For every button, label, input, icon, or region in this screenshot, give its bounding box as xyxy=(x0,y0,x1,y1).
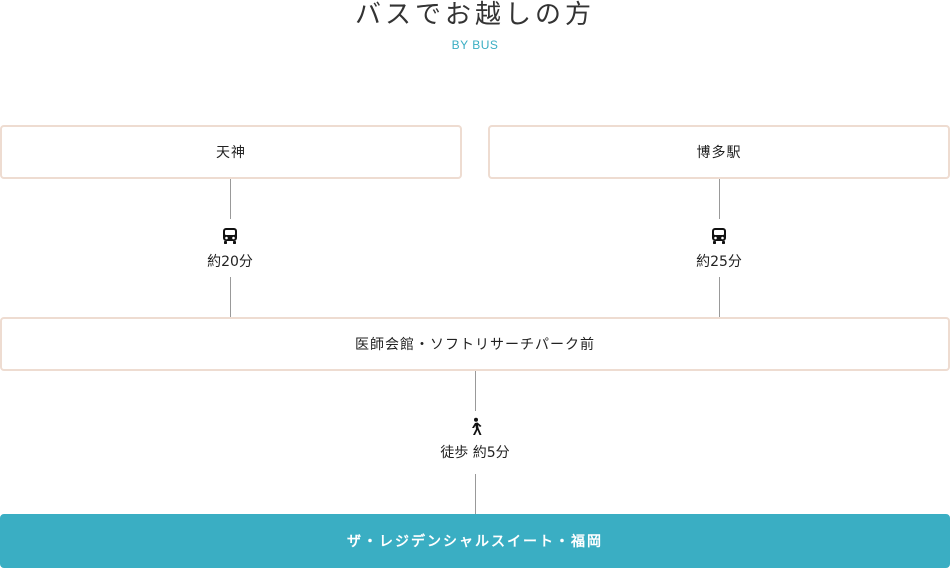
duration-label-tenjin: 約20分 xyxy=(207,254,253,270)
connector-line xyxy=(230,179,231,219)
bus-icon xyxy=(223,228,237,244)
start-box-hakata: 博多駅 xyxy=(488,125,950,179)
start-label-hakata: 博多駅 xyxy=(696,145,742,161)
connector-line xyxy=(719,277,720,317)
page-title: バスでお越しの方 xyxy=(354,0,595,30)
walking-icon xyxy=(472,417,482,435)
transfer-stop-box: 医師会館・ソフトリサーチパーク前 xyxy=(0,317,950,371)
transfer-stop-label: 医師会館・ソフトリサーチパーク前 xyxy=(355,337,595,353)
destination-box: ザ・レジデンシャルスイート・福岡 xyxy=(0,514,950,568)
destination-label: ザ・レジデンシャルスイート・福岡 xyxy=(347,534,603,550)
connector-line xyxy=(230,277,231,317)
start-box-tenjin: 天神 xyxy=(0,125,462,179)
connector-line xyxy=(475,474,476,514)
bus-icon xyxy=(712,228,726,244)
connector-line xyxy=(719,179,720,219)
duration-label-hakata: 約25分 xyxy=(696,254,742,270)
connector-line xyxy=(475,371,476,411)
start-label-tenjin: 天神 xyxy=(216,145,246,161)
walk-duration-label: 徒歩 約5分 xyxy=(440,445,510,461)
page-subtitle: BY BUS xyxy=(451,38,499,52)
